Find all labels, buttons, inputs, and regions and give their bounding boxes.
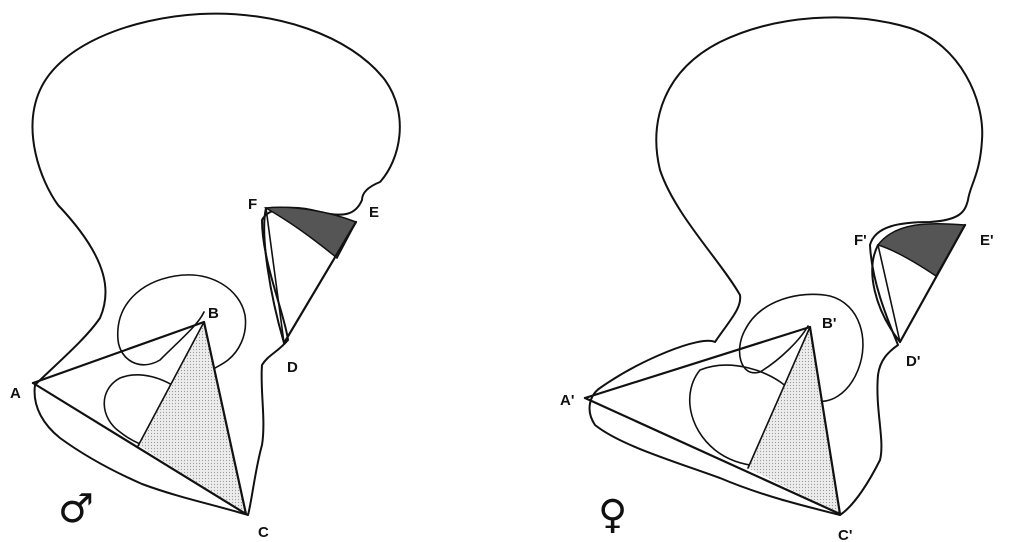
male-symbol: ♂ — [58, 486, 94, 532]
female-label-D: D' — [906, 353, 920, 370]
male-label-C: C — [258, 524, 269, 541]
female-hip-bone — [585, 17, 982, 515]
male-label-A: A — [10, 385, 21, 402]
female-sciatic-arc — [872, 245, 900, 342]
female-label-E: E' — [980, 232, 994, 249]
male-label-B: B — [208, 305, 219, 322]
female-line-AB — [585, 327, 810, 398]
male-label-D: D — [287, 359, 298, 376]
female-label-A: A' — [560, 392, 574, 409]
male-hip-bone — [33, 14, 400, 515]
male-label-F: F — [248, 196, 257, 213]
female-label-B: B' — [822, 315, 836, 332]
female-symbol: ♀ — [598, 492, 627, 538]
female-label-C: C' — [838, 527, 852, 542]
female-label-F: F' — [854, 232, 867, 249]
female-shaded-triangle — [748, 327, 840, 514]
male-label-E: E — [369, 204, 379, 221]
